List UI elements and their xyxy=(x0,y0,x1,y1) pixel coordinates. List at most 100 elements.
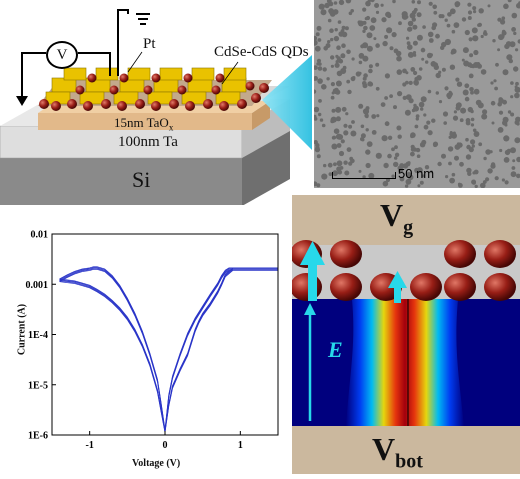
qd-label: CdSe-CdS QDs xyxy=(214,44,309,61)
tem-particle xyxy=(491,101,496,106)
tem-particle xyxy=(465,30,470,35)
tem-particle xyxy=(452,173,456,177)
tem-particle xyxy=(321,9,327,15)
tem-particle xyxy=(358,72,361,75)
tem-particle xyxy=(424,125,429,130)
tem-particle xyxy=(331,144,337,150)
tem-particle xyxy=(384,96,388,100)
tem-particle xyxy=(513,66,518,71)
tem-particle xyxy=(323,164,326,167)
voltmeter: V xyxy=(46,41,78,69)
ground-symbol xyxy=(136,14,150,24)
tem-particle xyxy=(499,111,503,115)
tem-particle xyxy=(330,11,336,17)
tem-particle xyxy=(413,71,417,75)
tem-particle xyxy=(397,91,402,96)
tem-particle xyxy=(481,114,487,120)
tem-particle xyxy=(488,4,491,7)
tem-particle xyxy=(498,127,504,133)
tem-particle xyxy=(467,62,472,67)
tem-particle xyxy=(402,11,408,17)
tem-particle xyxy=(409,98,414,103)
tem-particle xyxy=(385,73,390,78)
tem-particle xyxy=(318,66,323,71)
tem-particle xyxy=(515,85,518,88)
tem-particle xyxy=(338,20,342,24)
tem-particle xyxy=(376,11,379,14)
tem-particle xyxy=(500,19,505,24)
tem-particle xyxy=(337,160,343,166)
tem-particle xyxy=(398,135,402,139)
tem-particle xyxy=(432,5,437,10)
iv-series-0-trace-2 xyxy=(60,268,166,431)
tem-particle xyxy=(428,32,434,38)
tem-particle xyxy=(469,53,473,57)
tem-particle xyxy=(502,120,507,125)
tem-particle xyxy=(449,132,453,136)
tem-particle xyxy=(367,46,373,52)
tem-particle xyxy=(439,14,443,18)
tem-particle xyxy=(317,78,323,84)
tem-particle xyxy=(396,56,402,62)
tem-particle xyxy=(490,150,493,153)
tem-particle xyxy=(333,162,337,166)
scale-bar xyxy=(332,172,396,179)
tem-particle xyxy=(420,181,424,185)
tem-particle xyxy=(365,149,370,154)
tem-particle xyxy=(484,32,488,36)
tem-particle xyxy=(410,132,416,138)
tem-particle xyxy=(330,119,334,123)
tem-particle xyxy=(468,10,472,14)
tem-particle xyxy=(417,12,422,17)
e-field-label: E xyxy=(328,337,343,363)
tem-particle xyxy=(407,27,412,32)
voltmeter-symbol: V xyxy=(57,47,68,64)
vbot-label: Vbot xyxy=(372,431,423,473)
conductive-filament xyxy=(346,299,464,426)
tem-particle xyxy=(417,154,421,158)
tem-particle xyxy=(332,109,336,113)
tem-particle xyxy=(361,125,365,129)
tem-particle xyxy=(510,95,513,98)
tem-particle xyxy=(420,142,425,147)
tem-particle xyxy=(367,32,373,38)
tem-particle xyxy=(423,113,426,116)
tem-particle xyxy=(431,119,435,123)
tem-particle xyxy=(341,139,345,143)
tem-particle xyxy=(343,66,347,70)
tem-particle xyxy=(336,116,341,121)
tem-particle xyxy=(405,110,411,116)
tem-particle xyxy=(505,180,509,184)
tem-particle xyxy=(446,93,452,99)
tem-particle xyxy=(326,43,331,48)
tem-particle xyxy=(336,45,341,50)
tem-particle xyxy=(345,26,349,30)
tem-particle xyxy=(460,118,464,122)
tem-particle xyxy=(366,163,371,168)
tem-particle xyxy=(390,46,394,50)
tem-particle xyxy=(363,26,368,31)
tem-particle xyxy=(387,154,392,159)
tem-particle xyxy=(363,77,367,81)
tem-particle xyxy=(469,37,473,41)
pt-label: Pt xyxy=(143,36,156,53)
tem-particle xyxy=(478,23,482,27)
plot-frame xyxy=(52,234,278,435)
tem-particle xyxy=(395,153,399,157)
tem-particle xyxy=(445,175,448,178)
tem-particle xyxy=(387,14,391,18)
tem-particle xyxy=(340,166,344,170)
tem-particle xyxy=(337,143,342,148)
tem-particle xyxy=(470,110,473,113)
tem-particle xyxy=(381,102,386,107)
taox-subscript: x xyxy=(169,123,174,133)
tem-particle xyxy=(442,68,446,72)
tem-particle xyxy=(510,147,516,153)
tem-particle xyxy=(328,163,333,168)
tem-particle xyxy=(417,0,421,4)
tem-particle xyxy=(351,120,355,124)
tem-particle xyxy=(472,171,475,174)
tem-particle xyxy=(407,44,413,50)
tem-particle xyxy=(362,8,366,12)
